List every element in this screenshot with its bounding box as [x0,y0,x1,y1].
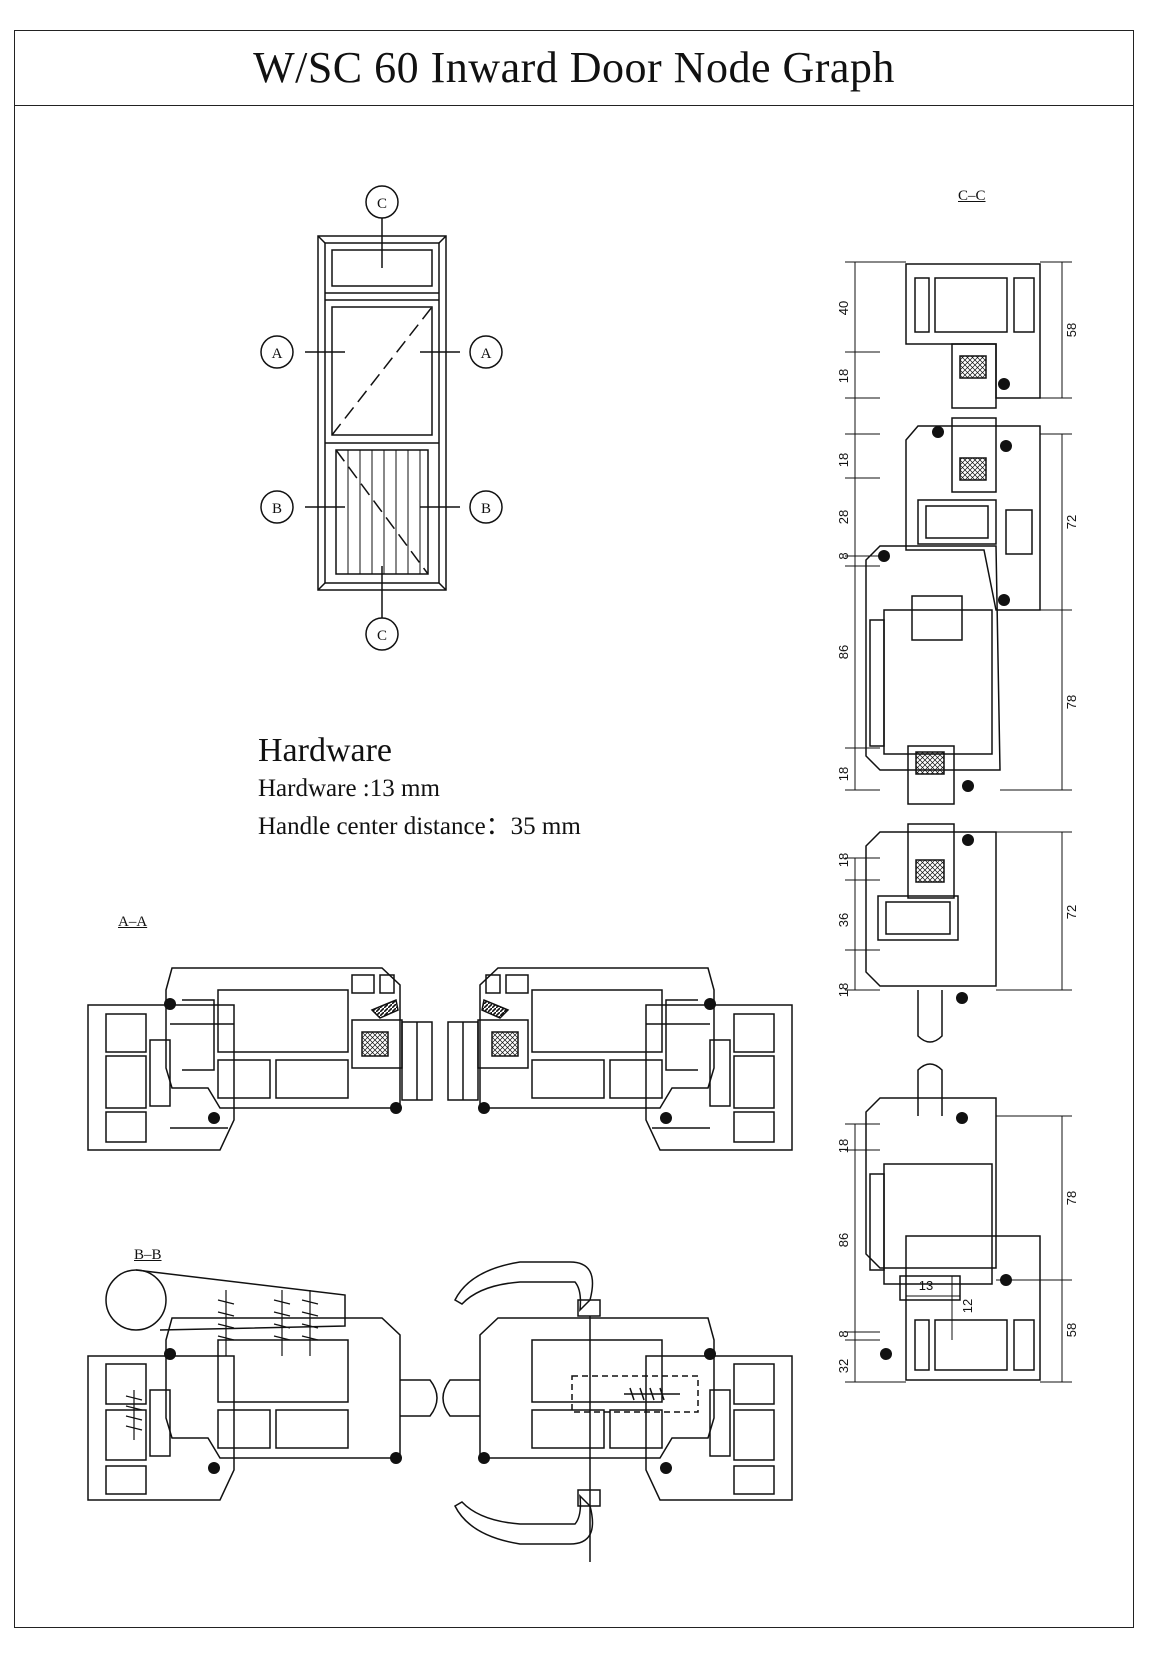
dim-left-8a: 8 [836,552,851,559]
aa-right-frame [645,1004,793,1151]
dim-left-8b: 8 [836,1330,851,1337]
aa-left-glazing [351,998,433,1101]
dim-left-18e: 18 [836,983,851,997]
hinge-leaf [135,1269,346,1331]
cc-transom [905,425,1041,611]
bb-gaskets [164,1348,716,1474]
cc-door-sash [865,545,1001,771]
cc-bottom-frame [899,1235,1041,1381]
section-cc-drawing [845,261,1072,1383]
hardware-notes: Hardware Hardware :13 mm Handle center d… [258,732,581,846]
section-label-cc: C–C [958,188,986,204]
aa-right-sash [479,967,715,1109]
bb-handle [454,1261,601,1562]
dim-left-28: 28 [836,510,851,524]
title-bar: W/SC 60 Inward Door Node Graph [14,30,1134,106]
cc-bottom-sash [865,1097,997,1285]
cc-lower-sash [865,831,997,987]
hardware-size: Hardware :13 mm [258,775,440,802]
dim-left-18d: 18 [836,853,851,867]
aa-right-glazing [447,998,529,1101]
drawing-frame [14,30,1134,1628]
cc-meeting-profiles [917,990,943,1116]
bb-left-sash [165,1317,401,1459]
bb-left-frame [87,1355,235,1501]
marker-b-left: B [272,501,282,517]
cc-gaskets [878,378,1012,1360]
dim-left-18b: 18 [836,453,851,467]
handle-center-distance: Handle center distance：35 mm [258,813,581,840]
section-bb-drawing [87,1261,793,1562]
bb-meeting-profiles [400,1379,480,1417]
page-title: W/SC 60 Inward Door Node Graph [253,43,895,92]
dim-left-86a: 86 [836,645,851,659]
aa-left-frame [87,1004,235,1151]
marker-a-right: A [481,346,492,362]
marker-c-bottom: C [377,628,387,644]
cc-transom-glazing [951,343,997,493]
dim-left-18f: 18 [836,1139,851,1153]
aa-left-sash [165,967,401,1109]
dim-left-36: 36 [836,913,851,927]
cc-dimension-lines [845,261,1072,1383]
marker-a-left: A [272,346,283,362]
cc-dimension-labels: 40 18 18 28 8 86 18 18 36 18 18 86 8 32 … [836,301,1079,1373]
section-label-aa: A–A [118,914,148,930]
marker-b-right: B [481,501,491,517]
hinge-knuckle [105,1269,167,1331]
dim-left-32: 32 [836,1359,851,1373]
aa-gaskets [164,998,716,1124]
dim-right-58a: 58 [1064,323,1079,337]
dim-left-18c: 18 [836,767,851,781]
dim-right-72b: 72 [1064,905,1079,919]
bb-screws [125,1290,319,1440]
dim-inner-13: 13 [919,1278,933,1293]
dim-right-78b: 78 [1064,1191,1079,1205]
dim-right-78a: 78 [1064,695,1079,709]
dim-right-58b: 58 [1064,1323,1079,1337]
cc-door-glazing [907,745,955,899]
dim-left-86b: 86 [836,1233,851,1247]
section-aa-drawing [87,967,793,1151]
door-elevation [260,185,503,651]
dim-left-40: 40 [836,301,851,315]
dim-right-72a: 72 [1064,515,1079,529]
dim-inner-12: 12 [960,1299,975,1313]
section-label-bb: B–B [134,1247,162,1263]
bb-right-frame [645,1355,793,1501]
dim-left-18a: 18 [836,369,851,383]
bb-right-sash [479,1317,715,1459]
hardware-heading: Hardware [258,732,393,769]
marker-c-top: C [377,196,387,212]
